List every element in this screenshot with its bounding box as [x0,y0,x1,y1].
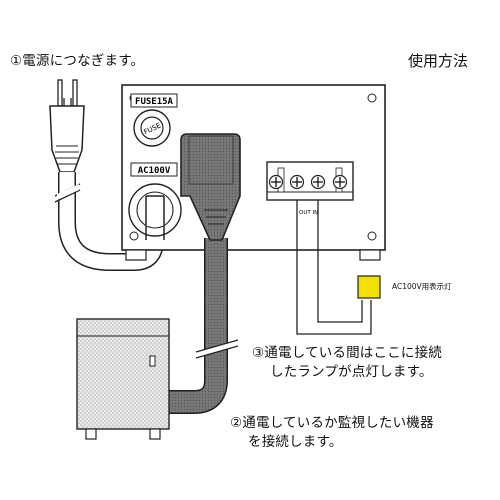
page-title: 使用方法 [408,52,469,70]
outlet-cable [150,238,239,414]
monitored-appliance [76,318,170,440]
step1-instruction: ①電源につなぎます。 [10,52,144,71]
step3-line1: ③通電している間はここに接続 [252,345,442,361]
indicator-lamp [357,275,381,299]
step2-instruction: ②通電しているか監視したい機器 を接続します。 [230,414,434,452]
monitor-device: FUSE15A FUSE AC100V [121,84,386,261]
step3-instruction: ③通電している間はここに接続 したランプが点灯します。 [252,344,442,382]
step1-text: ①電源につなぎます。 [10,53,145,69]
terminal-labels: OUT IN [299,210,318,216]
power-plug [49,79,85,173]
lamp-label: AC100V用表示灯 [392,282,452,291]
terminal-block: OUT IN [266,161,354,216]
lamp-wiring [296,200,372,335]
step2-line2: を接続します。 [248,434,343,450]
terminal-screws [268,174,348,190]
step3-line2: したランプが点灯します。 [270,364,433,380]
step2-line1: ②通電しているか監視したい機器 [230,415,434,431]
voltage-label: AC100V [138,166,171,176]
outlet-plug [180,133,241,241]
fuse-label: FUSE15A [135,97,174,107]
